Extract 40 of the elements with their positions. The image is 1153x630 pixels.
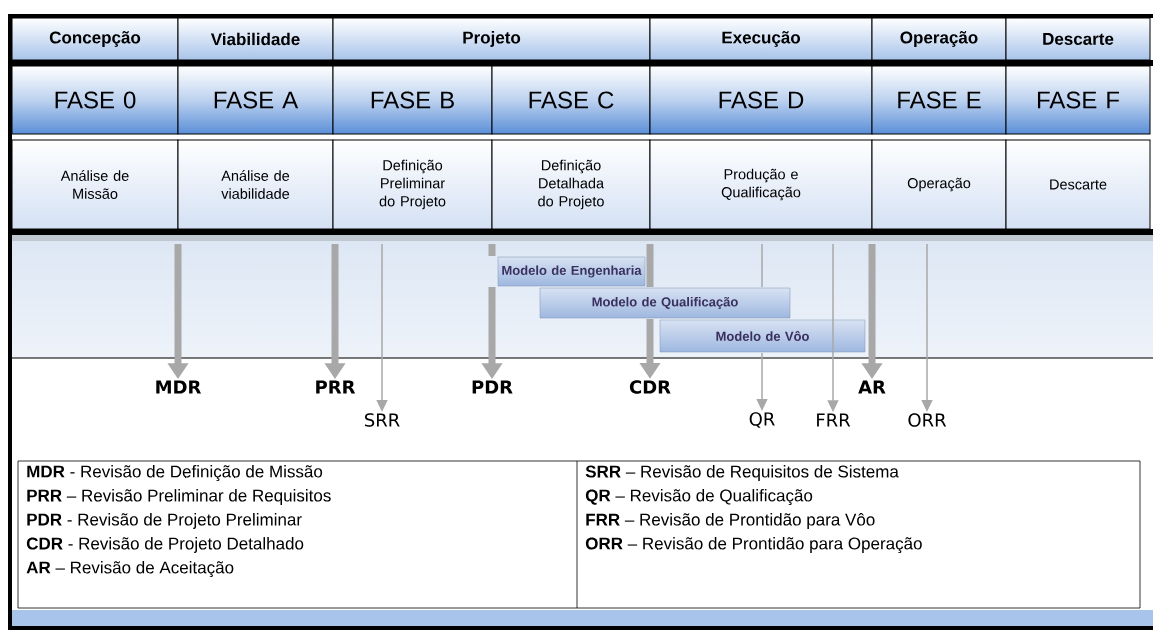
review-label: PDR xyxy=(472,380,513,394)
legend-entry: PRR – Revisão Preliminar de Requisitos xyxy=(27,489,331,505)
description-cell: Descarte xyxy=(1005,139,1151,230)
description-cell: Análise de viabilidade xyxy=(177,139,334,230)
phase-cell: FASE 0 xyxy=(11,65,179,135)
legend-entry: QR – Revisão de Qualificação xyxy=(585,489,813,505)
phase-cell: FASE F xyxy=(1005,65,1151,135)
model-bar: Modelo de Qualificação xyxy=(539,287,791,319)
legend-entry: PDR - Revisão de Projeto Preliminar xyxy=(27,513,302,529)
legend-entry: ORR – Revisão de Prontidão para Operação xyxy=(585,537,922,553)
header-cell: Operação xyxy=(871,17,1007,61)
description-cell: Operação xyxy=(871,139,1007,230)
phase-cell: FASE A xyxy=(177,65,334,135)
review-label: ORR xyxy=(908,413,947,427)
review-label: MDR xyxy=(156,380,201,394)
header-cell: Execução xyxy=(649,17,873,61)
review-label: PRR xyxy=(316,380,356,394)
description-cell: Análise de Missão xyxy=(11,139,179,230)
phase-cell: FASE E xyxy=(871,65,1007,135)
description-cell: Produção e Qualificação xyxy=(649,139,873,230)
review-label: CDR xyxy=(629,380,671,394)
review-label: AR xyxy=(858,380,886,394)
model-bar: Modelo de Engenharia xyxy=(497,256,646,287)
phase-cell: FASE D xyxy=(649,65,873,135)
legend-entry: CDR - Revisão de Projeto Detalhado xyxy=(26,537,304,553)
model-bar: Modelo de Vôo xyxy=(659,319,866,353)
legend-entry: MDR - Revisão de Definição de Missão xyxy=(27,465,323,481)
phase-cell: FASE C xyxy=(491,65,651,135)
review-label: SRR xyxy=(365,413,400,427)
description-cell: Definição Preliminar do Projeto xyxy=(332,139,493,230)
header-cell: Concepção xyxy=(11,17,179,61)
review-label: QR xyxy=(749,412,775,428)
description-cell: Definição Detalhada do Projeto xyxy=(491,139,651,230)
header-cell: Descarte xyxy=(1005,17,1151,61)
legend-entry: AR – Revisão de Aceitação xyxy=(26,561,234,577)
review-label: FRR xyxy=(817,413,851,427)
phase-cell: FASE B xyxy=(332,65,493,135)
legend-entry: SRR – Revisão de Requisitos de Sistema xyxy=(585,465,899,481)
legend-entry: FRR – Revisão de Prontidão para Vôo xyxy=(586,513,875,529)
header-cell: Viabilidade xyxy=(177,17,334,61)
